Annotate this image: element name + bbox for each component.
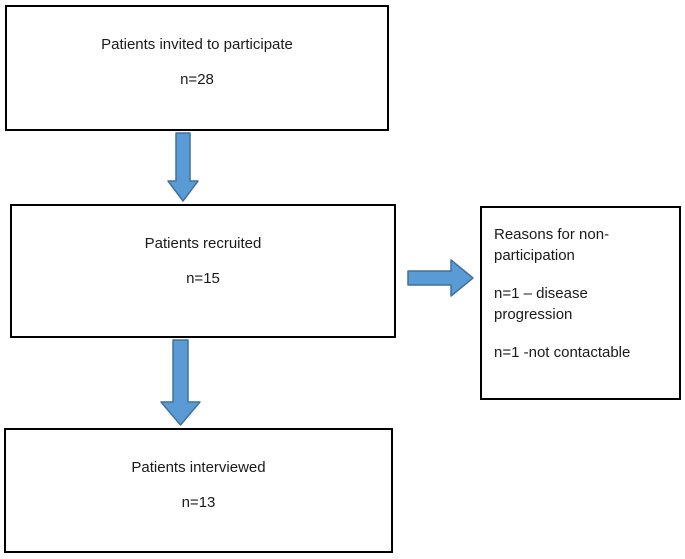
box-count: n=28	[180, 71, 214, 88]
box-label: Patients interviewed	[131, 459, 266, 476]
down-arrow-recruited-to-interviewed	[160, 339, 201, 426]
box-patients-interviewed: Patients interviewed n=13	[4, 428, 393, 553]
reasons-title: Reasons for non-participation	[494, 226, 610, 264]
right-arrow-recruited-to-reasons	[407, 259, 474, 297]
box-count: n=15	[186, 270, 220, 287]
box-reasons-non-participation: Reasons for non-participation n=1 – dise…	[480, 206, 681, 400]
box-patients-recruited: Patients recruited n=15	[10, 204, 396, 338]
reason-item-not-contactable: n=1 -not contactable	[494, 344, 631, 361]
reason-item-disease-progression: n=1 – disease progression	[494, 285, 588, 323]
down-arrow-invited-to-recruited	[167, 132, 199, 202]
box-label: Patients recruited	[144, 235, 262, 252]
box-patients-invited: Patients invited to participate n=28	[5, 5, 389, 131]
box-label: Patients invited to participate	[101, 36, 293, 53]
box-count: n=13	[181, 494, 216, 511]
